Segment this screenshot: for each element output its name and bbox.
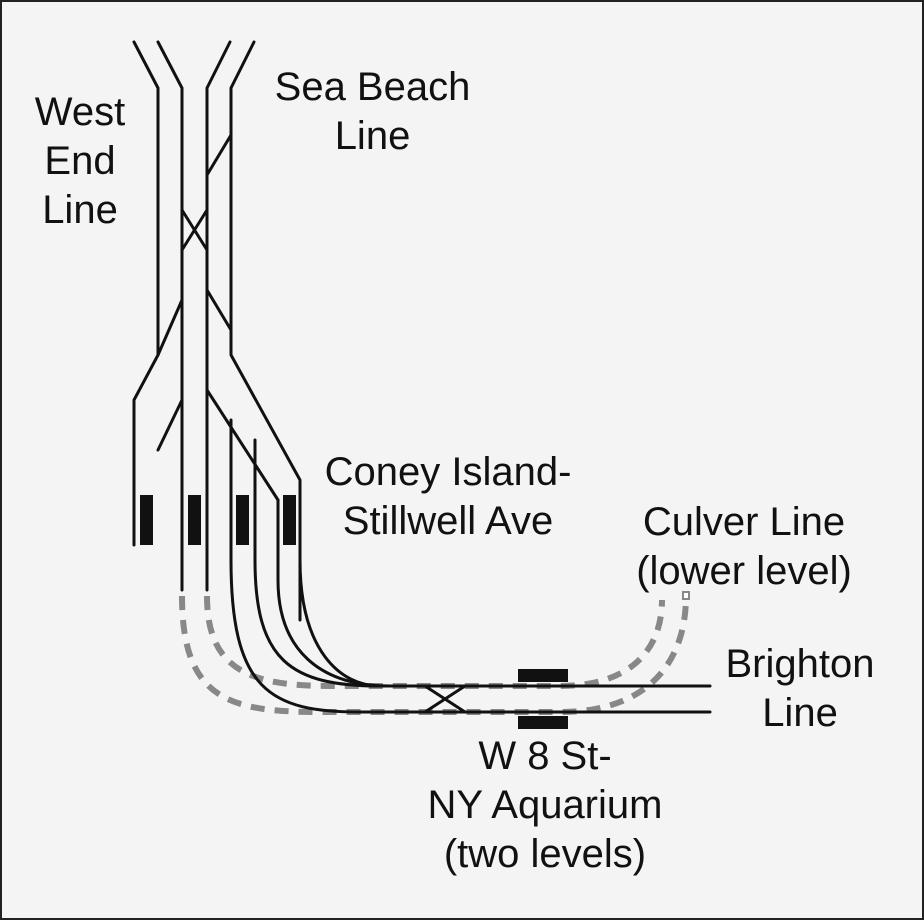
coney-island-label: Coney Island- Stillwell Ave: [324, 450, 572, 544]
sea-beach-diagonal: [205, 388, 280, 502]
brighton-connecting-tracks: [229, 418, 712, 714]
west-end-tracks: [132, 40, 184, 592]
curve-track-2: [253, 438, 712, 688]
middle-crossovers: [180, 208, 209, 252]
stillwell-platform-2: [188, 495, 201, 545]
stillwell-platform-1: [140, 495, 153, 545]
sea-beach-line-label: Sea Beach Line: [274, 65, 471, 159]
sea-beach-crossover-1: [205, 133, 233, 177]
west-end-line-label: West End Line: [34, 90, 126, 233]
culver-end-marker: [682, 591, 690, 600]
west-end-crossover-2: [156, 398, 184, 452]
w8st-platform-upper: [518, 669, 568, 682]
sea-beach-crossover-2: [205, 288, 233, 332]
sea-beach-track-2: [229, 40, 302, 622]
culver-track-inner: [204, 595, 665, 689]
stillwell-platforms: [140, 495, 296, 545]
curve-track-4: [298, 558, 382, 688]
sea-beach-track-1: [205, 40, 232, 592]
stillwell-platform-3: [236, 495, 249, 545]
culver-track-outer: [179, 595, 689, 715]
west-end-track-1: [132, 40, 160, 547]
stillwell-platform-4: [283, 495, 296, 545]
brighton-line-label: Brighton Line: [725, 642, 875, 736]
middle-crossover-2: [180, 208, 209, 252]
w8st-platform-lower: [518, 716, 568, 729]
w8st-label: W 8 St- NY Aquarium (two levels): [427, 734, 663, 877]
west-end-crossover-1: [156, 298, 184, 357]
brighton-crossover-2: [423, 684, 467, 714]
curve-track-1: [229, 418, 712, 714]
sea-beach-tracks: [205, 40, 302, 622]
w8st-platforms: [518, 669, 568, 729]
west-end-track-2: [156, 40, 184, 592]
culver-lower-level-tracks: [179, 591, 690, 715]
culver-line-label: Culver Line (lower level): [636, 500, 852, 594]
